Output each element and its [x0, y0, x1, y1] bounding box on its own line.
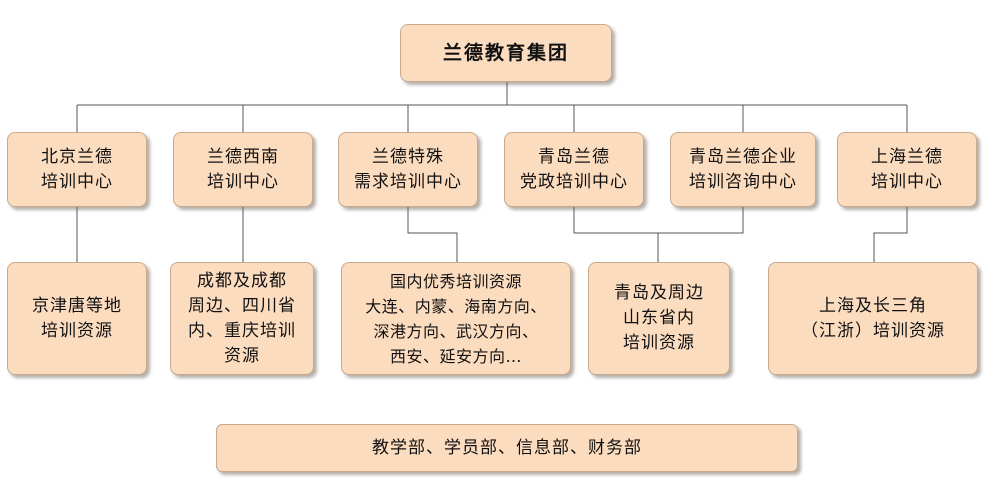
center-node-beijing: 北京兰德 培训中心 — [7, 132, 147, 207]
resource-line: 京津唐等地 — [32, 295, 122, 316]
center-node-special: 兰德特殊 需求培训中心 — [338, 132, 478, 207]
resource-line: 上海及长三角 — [819, 295, 927, 316]
center-line: 培训中心 — [207, 171, 279, 192]
center-line: 培训咨询中心 — [689, 171, 797, 192]
center-line: 培训中心 — [871, 171, 943, 192]
resource-node-qingdao: 青岛及周边 山东省内 培训资源 — [588, 262, 730, 375]
resource-node-chengdu: 成都及成都 周边、四川省 内、重庆培训 资源 — [170, 262, 314, 375]
resource-line: 大连、内蒙、海南方向、 — [365, 296, 547, 316]
departments-node: 教学部、学员部、信息部、财务部 — [216, 424, 798, 472]
center-line: 党政培训中心 — [520, 171, 628, 192]
resource-line: 成都及成都 — [197, 270, 287, 291]
center-node-southwest: 兰德西南 培训中心 — [173, 132, 313, 207]
resource-line: 培训资源 — [41, 320, 113, 341]
resource-line: 周边、四川省 — [188, 295, 296, 316]
resource-line: 西安、延安方向… — [389, 346, 522, 366]
center-line: 培训中心 — [41, 171, 113, 192]
connector-qingdao-join — [573, 207, 744, 234]
connector-resource-domestic — [407, 207, 458, 262]
center-line: 兰德西南 — [207, 146, 279, 167]
center-line: 青岛兰德企业 — [689, 146, 797, 167]
resource-line: 内、重庆培训 — [188, 320, 296, 341]
resource-line: 国内优秀培训资源 — [389, 271, 522, 291]
center-line: 上海兰德 — [871, 146, 943, 167]
resource-line: 青岛及周边 — [614, 283, 704, 303]
resource-line: 深港方向、武汉方向、 — [373, 321, 539, 341]
resource-node-domestic: 国内优秀培训资源 大连、内蒙、海南方向、 深港方向、武汉方向、 西安、延安方向… — [341, 262, 571, 375]
root-node: 兰德教育集团 — [400, 24, 612, 82]
center-line: 青岛兰德 — [538, 146, 610, 167]
center-line: 需求培训中心 — [354, 171, 462, 192]
center-node-qingdao-party: 青岛兰德 党政培训中心 — [504, 132, 644, 207]
center-line: 北京兰德 — [41, 146, 113, 167]
departments-label: 教学部、学员部、信息部、财务部 — [372, 437, 642, 458]
center-line: 兰德特殊 — [372, 146, 444, 167]
connector-resource-yangtze — [873, 207, 908, 262]
center-node-qingdao-enterprise: 青岛兰德企业 培训咨询中心 — [670, 132, 816, 207]
resource-line: 资源 — [224, 345, 260, 366]
resource-node-yangtze: 上海及长三角 （江浙）培训资源 — [768, 262, 978, 375]
resource-line: （江浙）培训资源 — [801, 320, 945, 341]
root-label: 兰德教育集团 — [442, 41, 569, 64]
resource-node-jingjintang: 京津唐等地 培训资源 — [7, 262, 147, 375]
center-node-shanghai: 上海兰德 培训中心 — [837, 132, 977, 207]
resource-line: 培训资源 — [623, 333, 695, 353]
resource-line: 山东省内 — [623, 308, 695, 328]
